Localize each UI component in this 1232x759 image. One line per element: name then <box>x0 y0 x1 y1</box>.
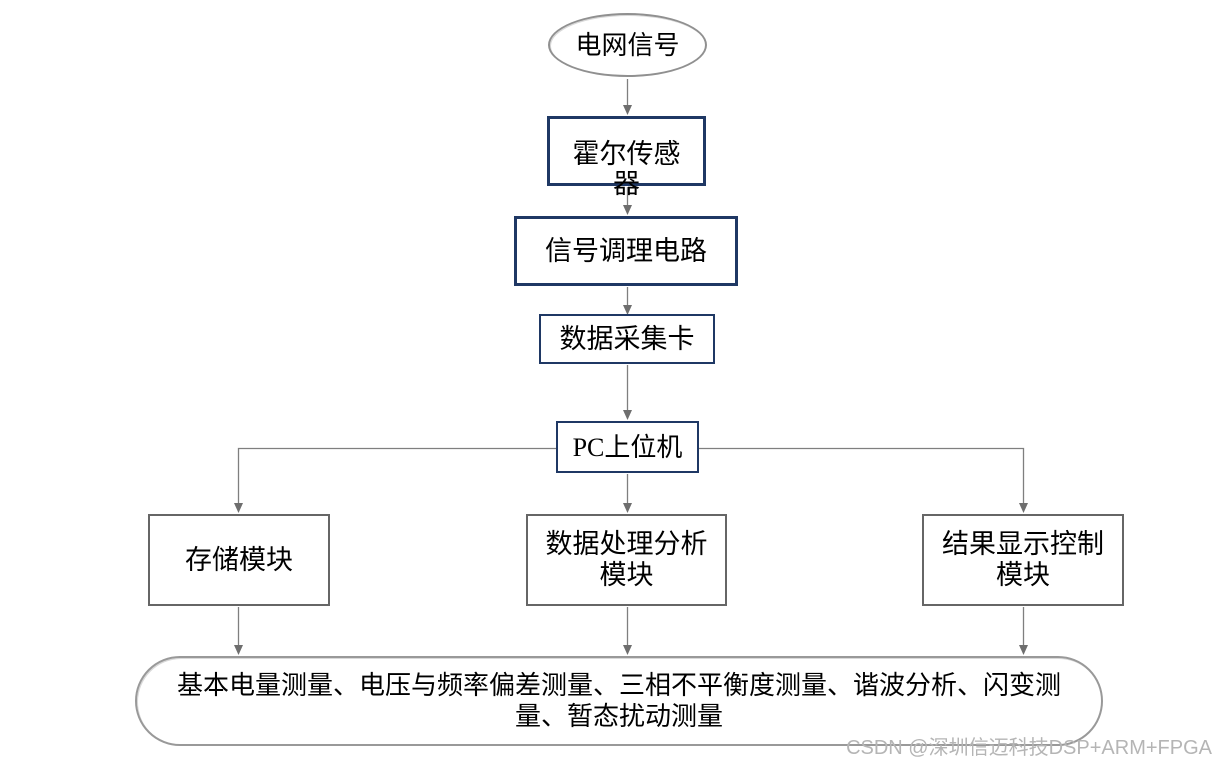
node-measurements: 基本电量测量、电压与频率偏差测量、三相不平衡度测量、谐波分析、闪变测 量、暂态扰… <box>135 656 1103 746</box>
node-daq-card: 数据采集卡 <box>539 314 715 364</box>
node-display-module-line2: 模块 <box>996 560 1050 590</box>
csdn-watermark: CSDN @深圳信迈科技DSP+ARM+FPGA <box>846 737 1212 759</box>
node-processing-module-line1: 数据处理分析 <box>545 529 708 559</box>
node-grid-signal-label: 电网信号 <box>575 30 680 60</box>
node-storage-module: 存储模块 <box>148 514 330 606</box>
node-signal-conditioning: 信号调理电路 <box>514 216 738 286</box>
node-display-module-line1: 结果显示控制 <box>942 529 1104 559</box>
node-hall-sensor-line1: 霍尔传感 <box>572 139 681 169</box>
node-measurements-line2: 量、暂态扰动测量 <box>514 702 723 731</box>
connector-pc-to-display <box>699 447 1028 513</box>
node-processing-module-line2: 模块 <box>599 560 654 590</box>
node-hall-sensor: 霍尔传感 器 <box>547 116 706 199</box>
node-storage-module-label: 存储模块 <box>185 544 293 575</box>
node-pc-host: PC上位机 <box>556 421 699 473</box>
node-processing-module: 数据处理分析 模块 <box>526 514 727 606</box>
node-measurements-line1: 基本电量测量、电压与频率偏差测量、三相不平衡度测量、谐波分析、闪变测 <box>176 671 1061 700</box>
node-hall-sensor-line2: 器 <box>613 169 640 199</box>
connector-pc-to-storage <box>234 447 556 513</box>
node-daq-card-label: 数据采集卡 <box>559 323 695 354</box>
node-grid-signal: 电网信号 <box>548 13 707 77</box>
node-signal-conditioning-label: 信号调理电路 <box>545 235 707 266</box>
node-pc-host-label: PC上位机 <box>572 432 683 462</box>
node-display-module: 结果显示控制 模块 <box>922 514 1124 606</box>
